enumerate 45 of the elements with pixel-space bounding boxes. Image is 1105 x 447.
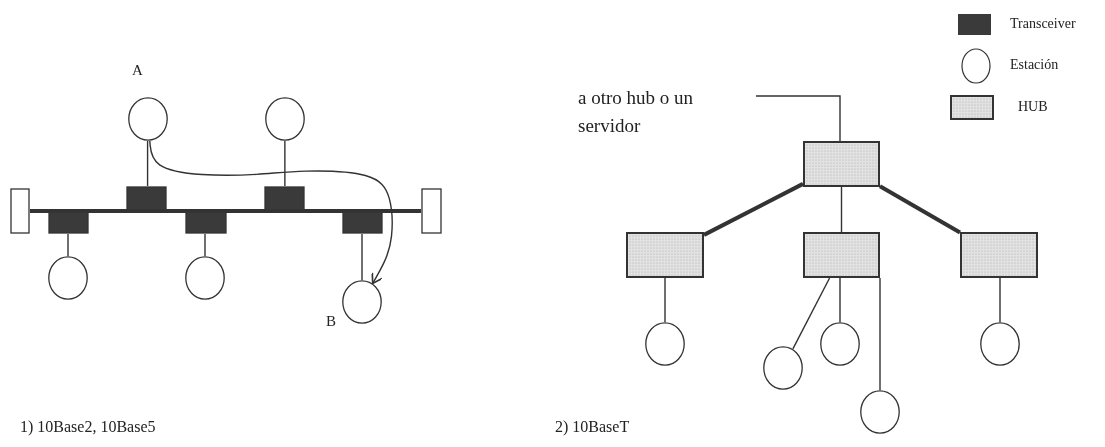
station-circle	[645, 322, 685, 366]
diagram-caption: 2) 10BaseT	[555, 418, 630, 436]
transceiver-block	[126, 186, 167, 211]
connector-line	[284, 140, 286, 187]
transceiver-block	[48, 211, 89, 234]
hub-box	[803, 141, 880, 187]
terminator-block	[10, 188, 30, 234]
connector-line	[149, 140, 393, 285]
connector-line	[146, 140, 149, 187]
station-circle	[820, 322, 860, 366]
connector-line	[839, 277, 841, 323]
connector-line	[840, 186, 843, 233]
station-label: B	[326, 313, 336, 330]
station-circle	[128, 97, 168, 141]
leader-line	[755, 95, 841, 142]
station-circle	[48, 256, 88, 300]
transceiver-block	[185, 211, 227, 234]
connector-line	[703, 182, 804, 237]
station-circle	[342, 280, 382, 324]
connector-line	[664, 277, 666, 323]
transceiver-block	[264, 186, 305, 211]
legend-label: HUB	[1018, 98, 1048, 115]
station-circle	[265, 97, 305, 141]
diagram-caption: 1) 10Base2, 10Base5	[20, 418, 156, 436]
connector-line	[361, 233, 363, 281]
hub-box	[803, 232, 880, 278]
terminator-block	[421, 188, 442, 234]
connector-line	[879, 184, 961, 235]
callout-text: a otro hub o un servidor	[578, 84, 756, 142]
legend-label: Transceiver	[1010, 15, 1076, 32]
station-circle	[980, 322, 1020, 366]
connector-line	[999, 277, 1001, 323]
connector-line	[30, 209, 421, 213]
connector-line	[879, 277, 881, 391]
station-label: A	[132, 62, 143, 79]
legend-label: Estación	[1010, 57, 1059, 73]
connector-line	[792, 277, 831, 350]
station-circle	[860, 390, 900, 434]
station-circle	[185, 256, 225, 300]
transceiver-block	[342, 211, 383, 234]
connector-line	[67, 233, 69, 257]
station-circle	[763, 346, 803, 390]
hub-box	[960, 232, 1038, 278]
connector-line	[204, 233, 206, 257]
hub-box	[626, 232, 704, 278]
